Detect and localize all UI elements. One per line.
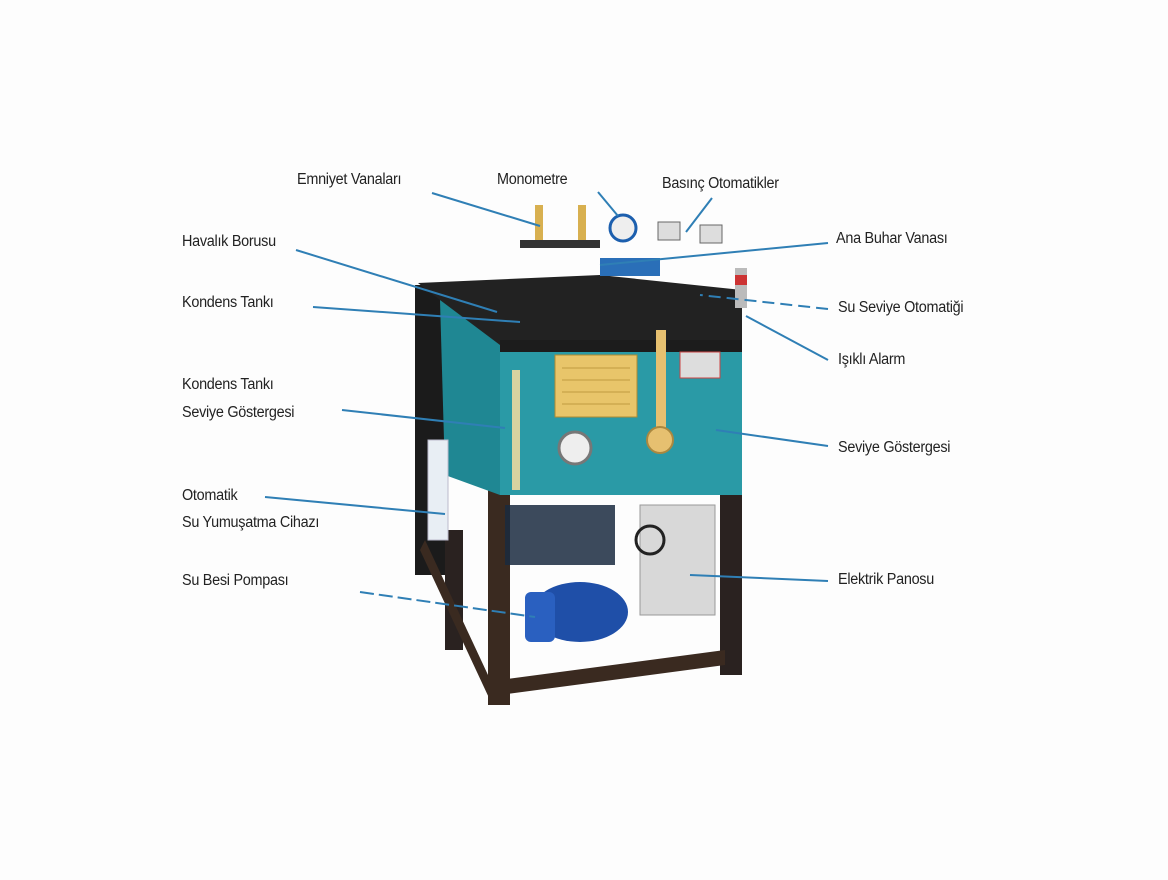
level-gauge-glass: [656, 330, 666, 450]
label-emniyet-vanalari: Emniyet Vanaları: [297, 171, 402, 188]
front-gauge: [557, 430, 593, 466]
electric-panel-box: [639, 504, 716, 616]
label-basinc-otomatikler: Basınç Otomatikler: [662, 175, 779, 192]
label-seviye-gostergesi: Seviye Göstergesi: [838, 439, 951, 456]
condensate-level-glass: [512, 370, 520, 490]
label-su-besi-pompasi: Su Besi Pompası: [182, 572, 289, 589]
pressure-switch: [657, 221, 681, 241]
label-kondens-seviye-line2: Seviye Göstergesi: [182, 404, 295, 421]
label-monometre: Monometre: [497, 171, 568, 188]
label-su-seviye-otomatigi: Su Seviye Otomatiği: [838, 299, 964, 316]
leader-lines: [264, 191, 829, 618]
nameplate: [554, 354, 638, 418]
boiler-side: [440, 300, 500, 495]
steel-frame: [415, 285, 742, 705]
water-softener: [427, 439, 449, 541]
boiler-top: [418, 275, 742, 345]
feed-pump: [532, 582, 628, 642]
pressure-switch: [699, 224, 723, 244]
safety-valve: [535, 205, 543, 240]
label-yumusatma-line1: Otomatik: [182, 487, 238, 504]
label-havalik-borusu: Havalık Borusu: [182, 233, 276, 250]
label-elektrik-panosu: Elektrik Panosu: [838, 571, 934, 588]
label-ana-buhar-vanasi: Ana Buhar Vanası: [836, 230, 948, 247]
safety-valve: [578, 205, 586, 240]
label-kondens-tanki: Kondens Tankı: [182, 294, 274, 311]
manometer: [608, 213, 638, 243]
label-yumusatma-line2: Su Yumuşatma Cihazı: [182, 514, 320, 531]
label-kondens-seviye-line1: Kondens Tankı: [182, 376, 274, 393]
label-isikli-alarm: Işıklı Alarm: [838, 351, 906, 368]
alarm-light: [735, 268, 747, 308]
